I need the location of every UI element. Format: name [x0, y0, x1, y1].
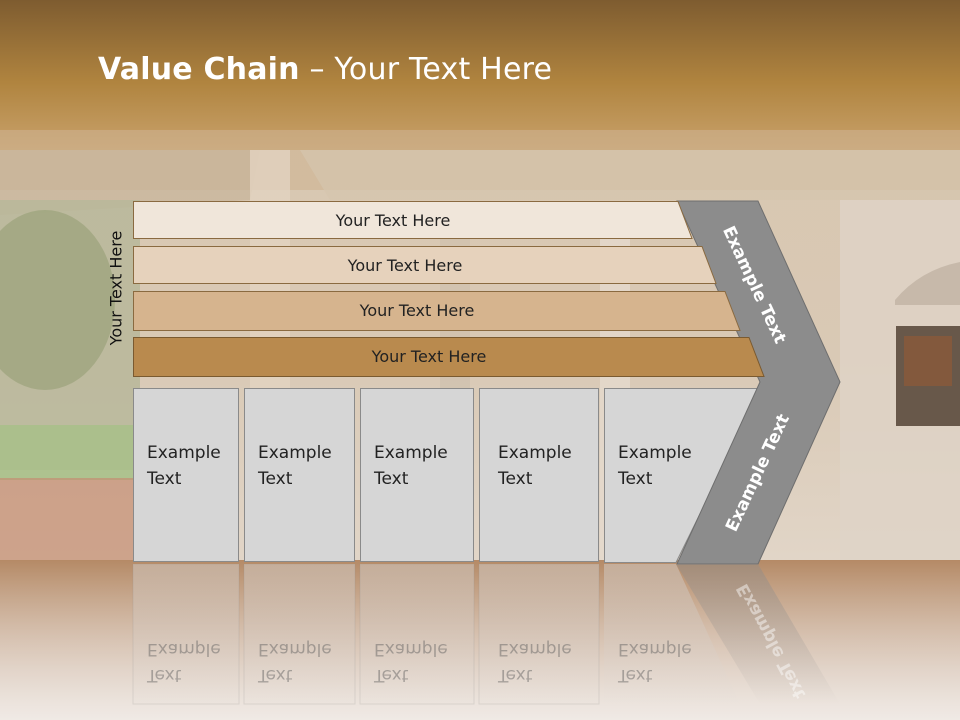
box-3-line2: Text: [374, 469, 409, 489]
box-5-shape: [604, 388, 763, 563]
bar-4-label: Your Text Here: [371, 346, 487, 366]
box-1-line2: Text: [147, 469, 182, 489]
box-1-line1: Example: [147, 443, 221, 463]
bar-1-label: Your Text Here: [335, 210, 451, 230]
bar-1[interactable]: Your Text Here: [133, 201, 693, 239]
bar-2[interactable]: Your Text Here: [133, 246, 717, 284]
box-4[interactable]: Example Text: [479, 388, 599, 562]
box-4-line1: Example: [498, 443, 572, 463]
box-3[interactable]: Example Text: [360, 388, 474, 562]
bar-4[interactable]: Your Text Here: [133, 337, 765, 377]
bar-1-shape: [133, 201, 693, 239]
box-2-bg: [244, 388, 355, 562]
bar-3[interactable]: Your Text Here: [133, 291, 741, 331]
box-2-line1: Example: [258, 443, 332, 463]
box-5-line2: Text: [618, 469, 653, 489]
bar-4-shape: [133, 337, 765, 377]
bar-3-label: Your Text Here: [359, 300, 475, 320]
bar-2-label: Your Text Here: [347, 255, 463, 275]
box-3-line1: Example: [374, 443, 448, 463]
box-4-bg: [479, 388, 599, 562]
box-3-bg: [360, 388, 474, 562]
box-5-line1: Example: [618, 443, 692, 463]
box-2-line2: Text: [258, 469, 293, 489]
side-label: Your Text Here: [106, 230, 126, 346]
box-1-bg: [133, 388, 239, 562]
slide-title: Value Chain – Your Text Here: [98, 52, 552, 87]
slide-title-bold: Value Chain: [98, 52, 300, 87]
box-4-line2: Text: [498, 469, 533, 489]
slide-title-rest: – Your Text Here: [299, 52, 553, 87]
box-1[interactable]: Example Text: [133, 388, 239, 562]
box-2[interactable]: Example Text: [244, 388, 355, 562]
bar-2-shape: [133, 246, 717, 284]
bar-3-shape: [133, 291, 741, 331]
box-5[interactable]: Example Text: [604, 388, 714, 562]
